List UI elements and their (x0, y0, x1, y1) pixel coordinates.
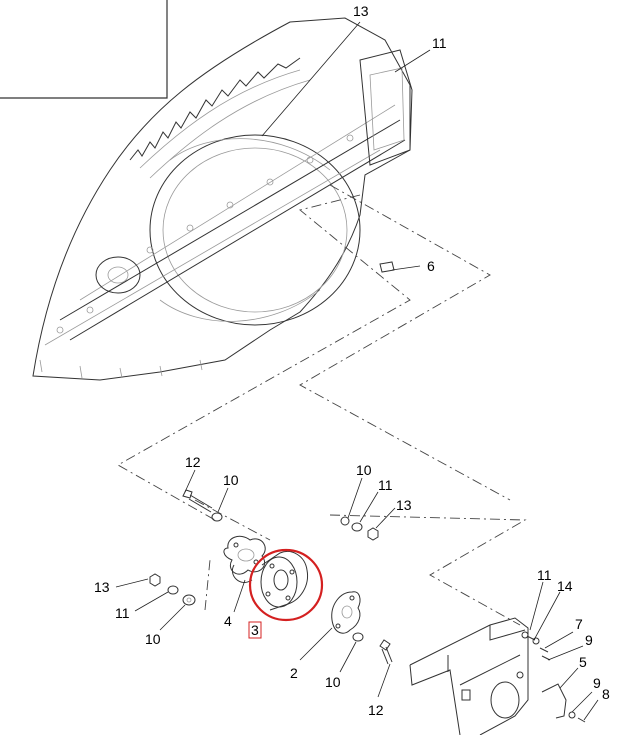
callout-3[interactable]: 3 (251, 622, 259, 638)
callout-11-right: 11 (537, 567, 552, 583)
callout-13-upper-right: 13 (396, 497, 412, 513)
center-lines (117, 184, 527, 626)
callout-14: 14 (557, 578, 573, 594)
corner-frame (0, 0, 168, 99)
callout-12-lower: 12 (368, 702, 384, 718)
callout-9-lower: 9 (593, 675, 601, 691)
callout-9-upper: 9 (585, 632, 593, 648)
part-6-tab (379, 261, 395, 273)
callout-11-left: 11 (115, 605, 130, 621)
callout-4: 4 (224, 613, 232, 629)
callout-7: 7 (575, 616, 583, 632)
left-hardware-stack (149, 573, 196, 606)
bolt-12-lower (352, 632, 393, 665)
callout-10-lower: 10 (325, 674, 341, 690)
leader-lines (115, 21, 599, 721)
callout-13-top: 13 (353, 3, 369, 19)
part-3-hub (260, 551, 309, 611)
bolt-12-upper (182, 489, 223, 522)
callout-11-upper-right: 11 (378, 477, 393, 493)
mounting-bracket (409, 617, 529, 735)
callout-12-upper: 12 (185, 454, 201, 470)
right-small-parts (526, 635, 586, 723)
callout-13-left: 13 (94, 579, 110, 595)
housing-assembly (32, 17, 413, 381)
callout-10-left: 10 (145, 631, 161, 647)
callout-labels: 13 11 6 12 10 10 11 13 13 11 10 4 3 2 10… (94, 3, 610, 718)
highlight-box-part-3[interactable] (248, 621, 262, 639)
right-hardware-stack (340, 516, 379, 541)
callout-2: 2 (290, 665, 298, 681)
callout-10-upper-left: 10 (223, 472, 239, 488)
callout-11-top: 11 (432, 35, 447, 51)
callout-6: 6 (427, 258, 435, 274)
callout-8: 8 (602, 686, 610, 702)
callout-10-upper-right: 10 (356, 462, 372, 478)
callout-5: 5 (579, 654, 587, 670)
highlight-circle-part-3 (248, 548, 324, 622)
part-2-flange (331, 591, 361, 634)
part-4-coupling (223, 535, 266, 583)
